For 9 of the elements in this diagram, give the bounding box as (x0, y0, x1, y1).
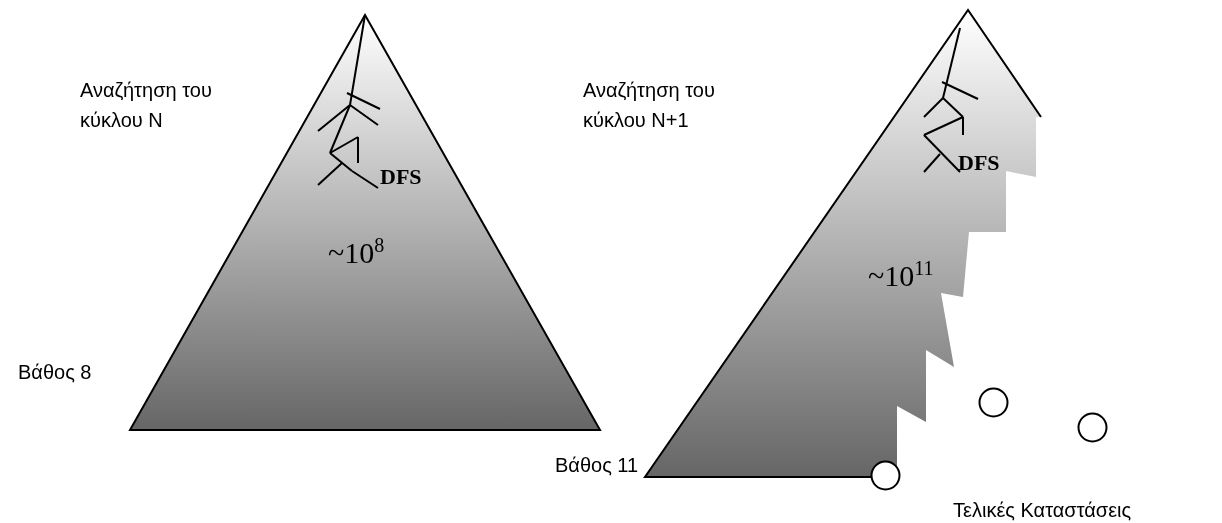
depth-label: Βάθος 11 (555, 453, 640, 478)
search-heading: Αναζήτηση του κύκλου N (80, 78, 213, 133)
search-heading: Αναζήτηση του κύκλου N+1 (583, 78, 716, 133)
algorithm-label: DFS (958, 151, 1000, 175)
algorithm-label: DFS (380, 165, 422, 189)
depth-label: Βάθος 8 (18, 360, 93, 385)
final-states-label: Τελικές Καταστάσεις (953, 498, 1132, 523)
node-count-label: ~10$^{11}$ (868, 256, 934, 293)
node-count-label: ~10$^{8}$ (328, 233, 385, 270)
